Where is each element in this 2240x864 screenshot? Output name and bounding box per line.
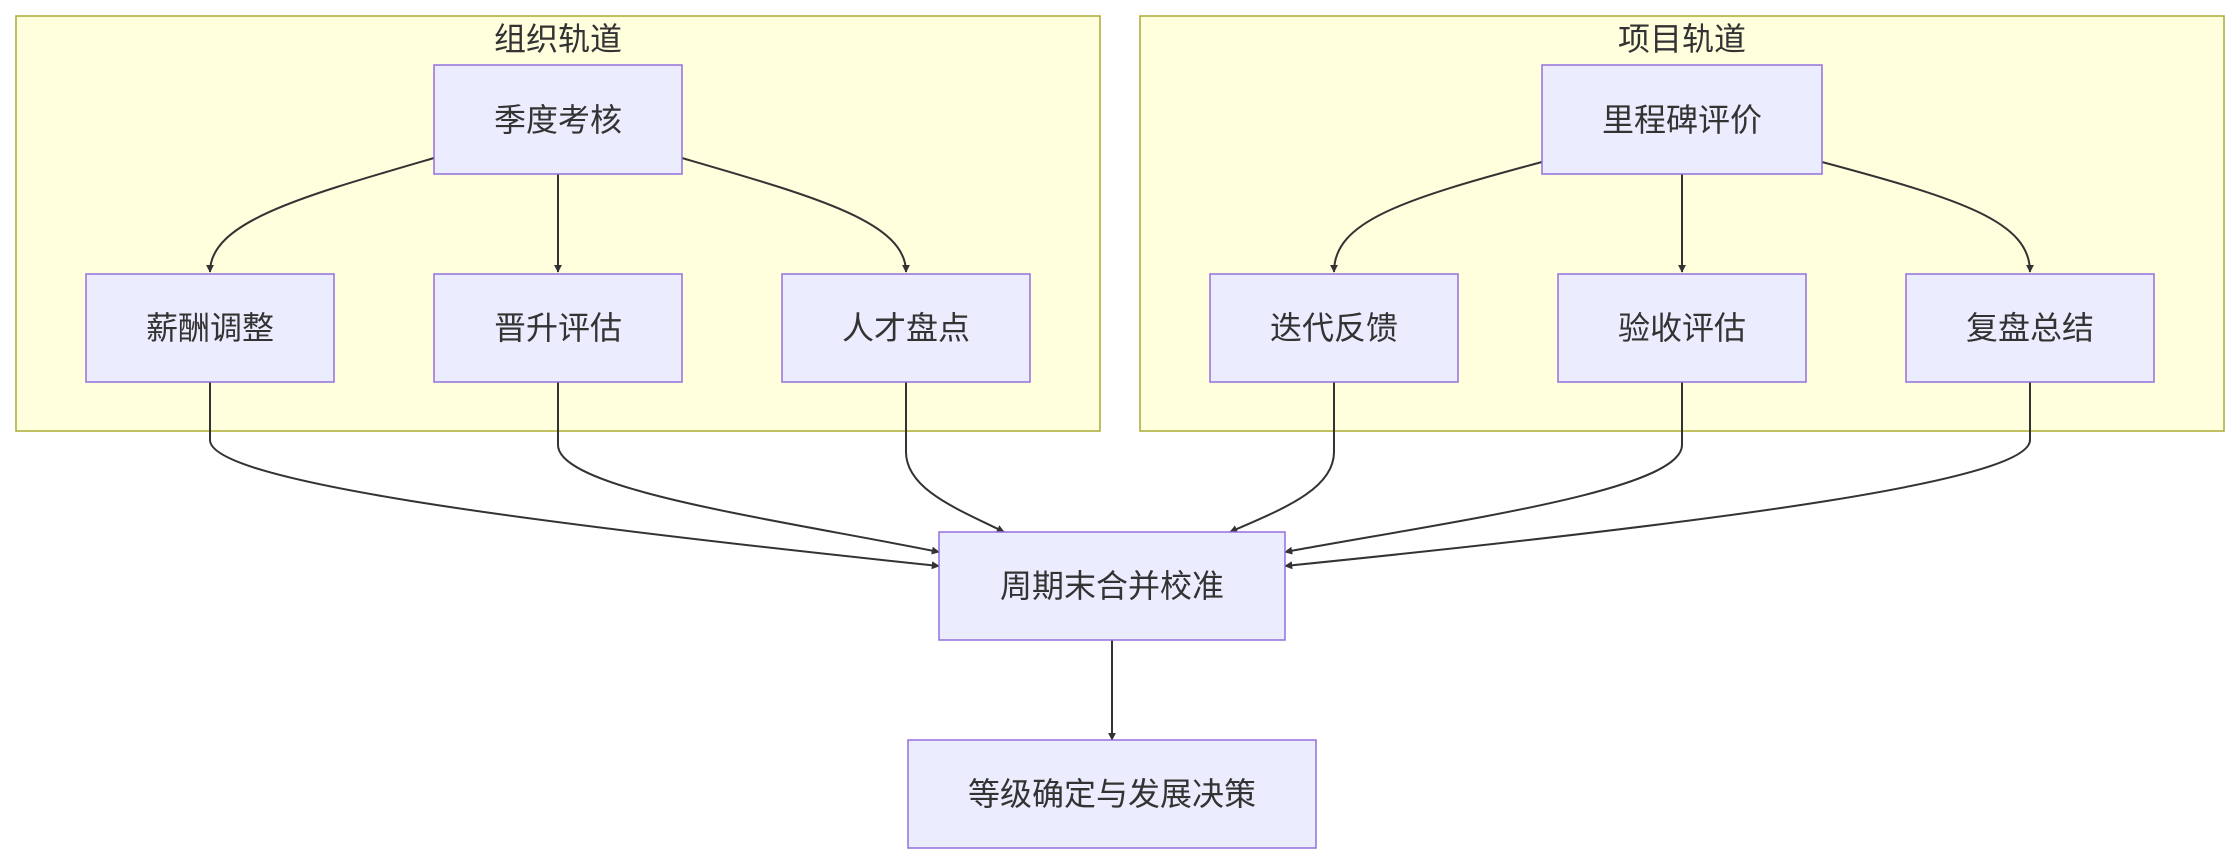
node-talent-review-label: 人才盘点 [842, 309, 970, 347]
edge-talent-to-merge [905, 382, 1005, 533]
edge-iteration-to-merge [1229, 382, 1335, 533]
node-grade-decision[interactable]: 等级确定与发展决策 [907, 739, 1317, 849]
node-acceptance-evaluation-label: 验收评估 [1618, 309, 1746, 347]
node-promotion-evaluation-label: 晋升评估 [494, 309, 622, 347]
cluster-org-track-title: 组织轨道 [494, 20, 622, 58]
node-merge-calibration-label: 周期末合并校准 [1000, 567, 1224, 605]
node-salary-adjustment[interactable]: 薪酬调整 [85, 273, 335, 383]
edge-acceptance-to-merge [1284, 382, 1683, 555]
node-promotion-evaluation[interactable]: 晋升评估 [433, 273, 683, 383]
edge-quarterly-to-salary [206, 157, 435, 273]
node-retrospective-label: 复盘总结 [1966, 309, 2094, 347]
node-grade-decision-label: 等级确定与发展决策 [968, 775, 1256, 813]
node-merge-calibration[interactable]: 周期末合并校准 [938, 531, 1286, 641]
edge-retrospective-to-merge [1284, 382, 2031, 570]
node-milestone-evaluation[interactable]: 里程碑评价 [1541, 64, 1823, 175]
edge-milestone-to-retrospective [1821, 161, 2034, 273]
node-iteration-feedback[interactable]: 迭代反馈 [1209, 273, 1459, 383]
node-milestone-evaluation-label: 里程碑评价 [1602, 101, 1762, 139]
node-quarterly-review[interactable]: 季度考核 [433, 64, 683, 175]
edge-quarterly-to-talent [681, 157, 910, 273]
node-salary-adjustment-label: 薪酬调整 [146, 309, 274, 347]
edge-salary-to-merge [209, 382, 940, 570]
node-retrospective[interactable]: 复盘总结 [1905, 273, 2155, 383]
edge-promotion-to-merge [557, 382, 940, 555]
cluster-project-track-title: 项目轨道 [1618, 20, 1746, 58]
edges [206, 157, 2034, 741]
edge-milestone-to-iteration [1330, 161, 1543, 273]
node-acceptance-evaluation[interactable]: 验收评估 [1557, 273, 1807, 383]
node-talent-review[interactable]: 人才盘点 [781, 273, 1031, 383]
node-quarterly-review-label: 季度考核 [494, 101, 622, 139]
node-iteration-feedback-label: 迭代反馈 [1270, 309, 1398, 347]
